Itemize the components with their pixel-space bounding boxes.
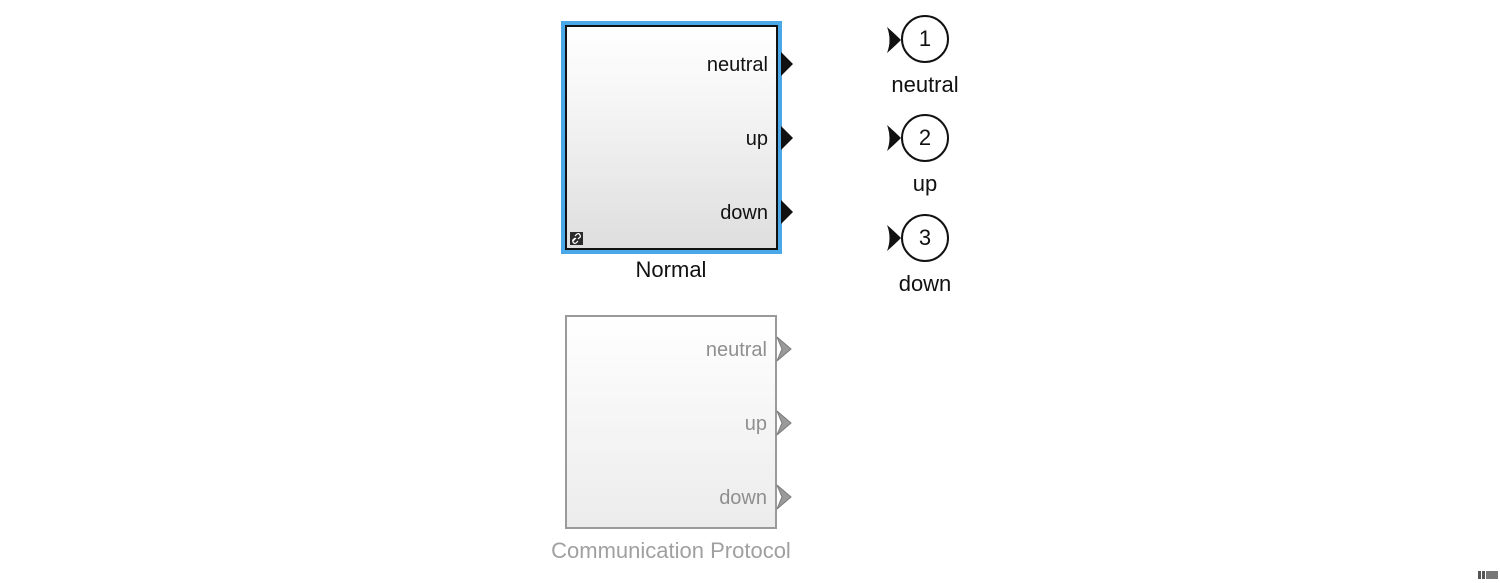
normal-port-label-down: down (720, 202, 768, 224)
outport-1-name[interactable]: neutral (891, 72, 959, 97)
normal-subsystem-body[interactable]: neutral up down (565, 25, 778, 250)
normal-output-arrow-up[interactable] (781, 126, 795, 150)
outport-1-input-arrow[interactable] (885, 26, 903, 54)
normal-output-arrow-down[interactable] (781, 200, 795, 224)
link-icon (570, 232, 583, 245)
outport-3-name[interactable]: down (898, 271, 952, 296)
outport-2-name[interactable]: up (912, 171, 938, 196)
communication-protocol-subsystem-block[interactable]: neutral up down (565, 315, 777, 529)
comm-output-arrow-neutral[interactable] (776, 336, 794, 362)
outport-1[interactable]: 1 (901, 15, 949, 63)
communication-protocol-block-name[interactable]: Communication Protocol (551, 538, 791, 563)
outport-3[interactable]: 3 (901, 214, 949, 262)
outport-2-input-arrow[interactable] (885, 124, 903, 152)
normal-output-arrow-neutral[interactable] (781, 52, 795, 76)
comm-output-arrow-up[interactable] (776, 410, 794, 436)
normal-subsystem-block[interactable]: neutral up down (561, 21, 782, 254)
outport-2[interactable]: 2 (901, 114, 949, 162)
normal-port-label-up: up (745, 128, 768, 150)
status-bar-icon[interactable] (1478, 571, 1498, 579)
comm-port-label-neutral: neutral (705, 339, 767, 361)
comm-output-arrow-down[interactable] (776, 484, 794, 510)
normal-port-label-neutral: neutral (706, 54, 768, 76)
normal-block-name[interactable]: Normal (635, 257, 707, 282)
comm-port-label-up: up (744, 413, 767, 435)
comm-port-label-down: down (719, 487, 767, 509)
outport-3-input-arrow[interactable] (885, 224, 903, 252)
